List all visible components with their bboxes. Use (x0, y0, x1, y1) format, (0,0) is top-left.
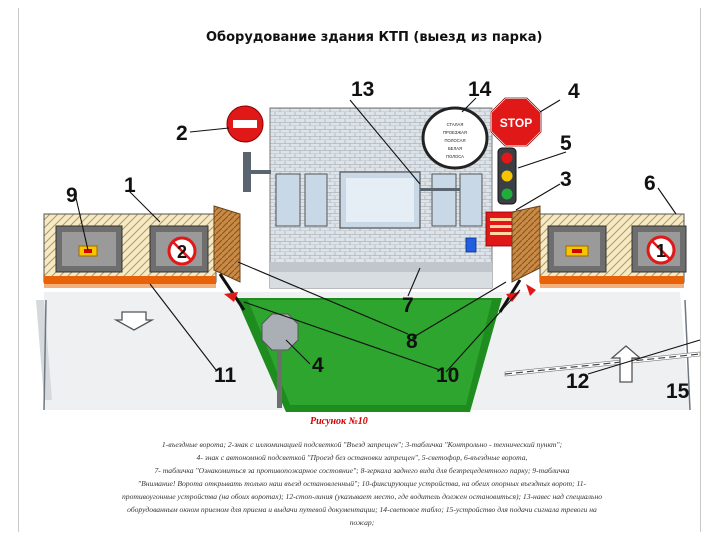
stop-sign: STOP (490, 97, 542, 147)
gate-panel-right-a (547, 225, 607, 273)
callout-numbers: 2 13 14 4 5 3 6 1 9 7 8 10 11 4 12 15 (66, 78, 690, 403)
legend-line-4: "Внимание! Ворота открывать только наш в… (137, 479, 587, 488)
no-entry-sign (226, 105, 271, 192)
callout-11: 11 (214, 364, 237, 387)
gate-panel-left: 2 (149, 225, 209, 273)
legend-line-7: пожар; (349, 518, 375, 527)
callout-15: 15 (666, 380, 690, 403)
legend-line-1: 1-въездные ворота; 2-знак с иллюминацией… (161, 440, 563, 449)
gate-number-left: 2 (177, 242, 187, 262)
callout-12: 12 (566, 370, 589, 393)
callout-2: 2 (176, 122, 188, 145)
figure-legend: 1-въездные ворота; 2-знак с иллюминацией… (48, 438, 676, 529)
leader-lines (75, 97, 701, 375)
callout-9: 9 (66, 184, 78, 207)
legend-line-6: оборудованным окном приемом для приема и… (127, 505, 597, 514)
callout-10: 10 (436, 364, 459, 387)
callout-8: 8 (406, 330, 418, 353)
kpp-building (269, 107, 493, 289)
gate-panel-9 (55, 225, 123, 273)
callout-4-top: 4 (568, 80, 580, 103)
callout-13: 13 (351, 78, 374, 101)
callout-7: 7 (402, 294, 414, 317)
callout-4-bottom: 4 (312, 354, 324, 377)
left-border (18, 8, 19, 532)
board-line-3: ПОЛОСАЯ (445, 138, 466, 143)
ktp-sign (485, 211, 517, 247)
callout-6: 6 (644, 172, 656, 195)
legend-line-3: 7- табличка "Ознакомиться за противопожа… (154, 466, 570, 475)
right-border (700, 8, 701, 532)
gate-leaf-left (213, 205, 246, 311)
legend-line-5: противоугонные устройства (на обоих воро… (121, 492, 603, 501)
callout-14: 14 (468, 78, 492, 101)
callout-1-left: 1 (124, 174, 136, 197)
figure-caption-title: Рисунок №10 (310, 416, 368, 427)
rearview-mirror (261, 313, 299, 408)
legend-line-2: 4- знак с автономной подсветкой "Проезд … (196, 453, 528, 462)
stop-line (504, 351, 701, 377)
road (36, 292, 691, 412)
traffic-light (497, 147, 517, 205)
gate-panel-right-b: 1 (631, 225, 687, 273)
callout-3: 3 (560, 168, 572, 191)
arrow-up (610, 345, 642, 383)
gate-number-right: 1 (656, 241, 666, 261)
stop-sign-text: STOP (500, 116, 532, 130)
light-board: СТАЛАЯ ПРОЕЗЖАЯ ПОЛОСАЯ БЕЛАЯ ПОЛОСА (421, 106, 489, 170)
page-title: Оборудование здания КТП (выезд из парка) (206, 30, 543, 45)
board-line-5: ПОЛОСА (446, 154, 464, 159)
callout-5: 5 (560, 132, 572, 155)
board-line-2: ПРОЕЗЖАЯ (443, 130, 467, 135)
board-line-1: СТАЛАЯ (447, 122, 464, 127)
arrow-down (113, 311, 155, 331)
board-line-4: БЕЛАЯ (448, 146, 462, 151)
